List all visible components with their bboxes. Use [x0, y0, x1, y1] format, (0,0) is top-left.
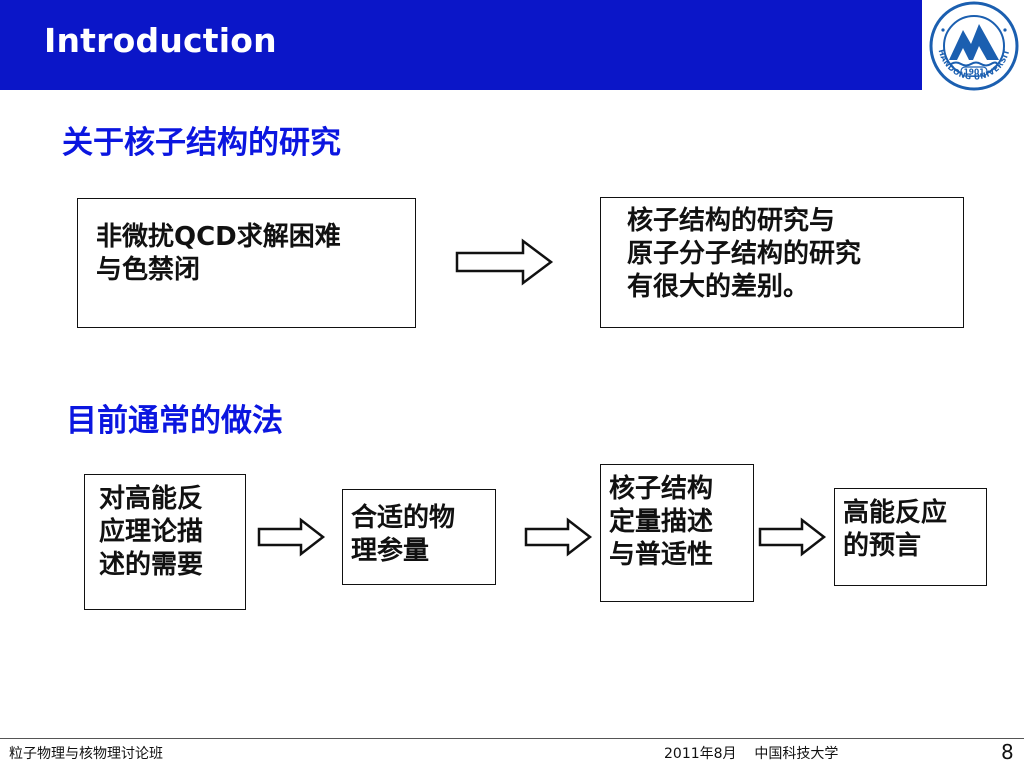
hollow-right-arrow-icon	[524, 517, 593, 557]
box-line: 高能反应	[843, 498, 948, 528]
hollow-right-arrow-icon	[455, 238, 554, 286]
box-nonperturbative-qcd: 非微扰QCD求解困难 与色禁闭	[77, 198, 416, 328]
university-seal-icon: 1901 SHANDONG UNIVERSITY	[925, 0, 1019, 91]
box-line: 有很大的差别。	[627, 271, 810, 302]
hollow-right-arrow-icon	[257, 517, 326, 557]
box-line: 的预言	[843, 530, 922, 561]
box-structure-difference: 核子结构的研究与 原子分子结构的研究 有很大的差别。	[600, 197, 964, 328]
section-heading-nucleon-structure: 关于核子结构的研究	[62, 125, 341, 161]
university-logo: 1901 SHANDONG UNIVERSITY	[925, 0, 1024, 92]
box-high-energy-predictions: 高能反应 的预言	[834, 488, 987, 586]
footer-seminar-name: 粒子物理与核物理讨论班	[9, 746, 163, 762]
box-line: 应理论描	[99, 516, 204, 547]
box-physical-parameters: 合适的物 理参量	[342, 489, 496, 585]
box-line: 核子结构的研究与	[627, 206, 836, 236]
hollow-right-arrow-icon	[758, 517, 827, 557]
box-line: 核子结构	[609, 474, 714, 504]
box-line: 非微扰QCD求解困难	[96, 222, 341, 252]
box-line: 理参量	[351, 535, 430, 566]
box-line: 与普适性	[609, 539, 714, 570]
box-high-energy-theory-needs: 对高能反 应理论描 述的需要	[84, 474, 246, 610]
box-line: 与色禁闭	[96, 254, 201, 285]
box-line: 合适的物	[351, 503, 456, 533]
footer-divider	[0, 738, 1024, 739]
footer-date-venue: 2011年8月 中国科技大学	[664, 746, 839, 762]
section-heading-current-approach: 目前通常的做法	[66, 403, 283, 439]
page-number: 8	[1001, 740, 1014, 764]
box-line: 定量描述	[609, 506, 714, 537]
logo-year: 1901	[964, 68, 985, 77]
box-line: 述的需要	[99, 549, 204, 580]
box-line: 原子分子结构的研究	[627, 238, 862, 269]
slide-title: Introduction	[44, 21, 277, 60]
box-quantitative-description: 核子结构 定量描述 与普适性	[600, 464, 754, 602]
header-bar	[0, 0, 922, 90]
box-line: 对高能反	[99, 484, 204, 514]
